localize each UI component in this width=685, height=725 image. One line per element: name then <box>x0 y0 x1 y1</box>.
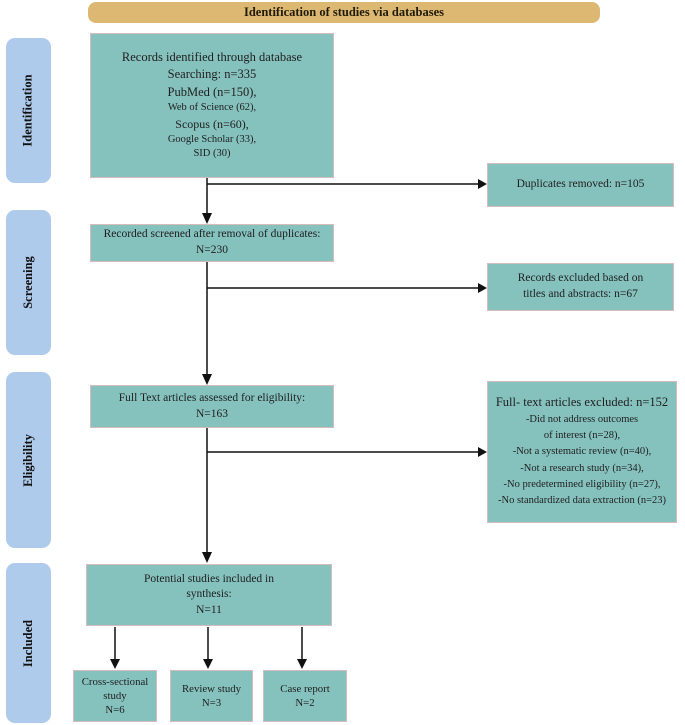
stage-label-identification: Identification <box>6 38 51 183</box>
box-line: titles and abstracts: n=67 <box>523 288 638 300</box>
box-fulltext-assessed: Full Text articles assessed for eligibil… <box>90 385 334 428</box>
arrowhead-down-4b <box>203 659 213 669</box>
banner-title: Identification of studies via databases <box>243 5 445 19</box>
stage-label-text: Included <box>21 619 35 667</box>
box-included-synthesis: Potential studies included in synthesis:… <box>86 564 332 626</box>
box-duplicates-removed: Duplicates removed: n=105 <box>487 163 674 207</box>
box-line: SID (30) <box>193 148 231 160</box>
box-line: synthesis: <box>186 588 232 601</box>
box-fulltext-excluded: Full- text articles excluded: n=152 -Did… <box>487 381 677 523</box>
stage-label-text: Identification <box>21 74 36 147</box>
box-line: of interest (n=28), <box>543 430 621 442</box>
box-line: -Not a systematic review (n=40), <box>512 446 652 458</box>
box-records-screened: Recorded screened after removal of dupli… <box>90 224 334 262</box>
box-line: N=11 <box>196 603 222 616</box>
box-line: Review study <box>181 682 242 695</box>
box-line: -No standardized data extraction (n=23) <box>497 495 667 507</box>
arrowhead-down-3 <box>202 552 212 563</box>
banner: Identification of studies via databases <box>88 2 600 23</box>
box-line: Full Text articles assessed for eligibil… <box>118 391 306 404</box>
box-line: Searching: n=335 <box>167 67 257 82</box>
stage-label-eligibility: Eligibility <box>6 372 51 548</box>
box-records-excluded: Records excluded based on titles and abs… <box>487 263 674 311</box>
box-records-identified: Records identified through database Sear… <box>90 33 334 178</box>
stage-label-screening: Screening <box>6 210 51 355</box>
arrowhead-down-4a <box>110 659 120 669</box>
box-line: Duplicates removed: n=105 <box>516 178 645 191</box>
box-line: Google Scholar (33), <box>167 133 257 145</box>
box-line: N=230 <box>195 244 229 256</box>
box-line: PubMed (n=150), <box>167 84 257 99</box>
stage-label-included: Included <box>6 563 51 723</box>
box-line: Case report <box>280 682 330 695</box>
arrowhead-right-2 <box>478 283 487 293</box>
box-line: Records excluded based on <box>517 272 644 285</box>
box-line: -No predetermined eligibility (n=27), <box>503 479 661 491</box>
arrowhead-right-1 <box>478 179 487 189</box>
box-line: Scopus (n=60), <box>175 117 249 131</box>
box-line: N=3 <box>201 697 222 709</box>
arrowhead-right-3 <box>478 447 487 457</box>
stage-label-text: Screening <box>21 256 36 309</box>
arrowhead-down-2 <box>202 374 212 385</box>
box-line: Web of Science (62), <box>167 102 257 114</box>
box-line: N=2 <box>295 697 315 709</box>
box-line: study <box>103 689 127 702</box>
box-cross-sectional-study: Cross-sectional study N=6 <box>73 670 157 722</box>
box-line: N=6 <box>105 704 125 717</box>
box-line: Records identified through database <box>121 49 303 64</box>
box-line: -Did not address outcomes <box>525 413 639 425</box>
box-review-study: Review study N=3 <box>170 670 253 722</box>
box-line: -Not a research study (n=34), <box>520 462 644 474</box>
box-case-report: Case report N=2 <box>263 670 347 722</box>
box-line: Recorded screened after removal of dupli… <box>103 228 321 241</box>
box-line: Cross-sectional <box>81 675 149 688</box>
box-line: Potential studies included in <box>144 572 274 585</box>
box-line: N=163 <box>195 407 229 420</box>
stage-label-text: Eligibility <box>21 433 36 487</box>
arrowhead-down-4c <box>297 659 307 669</box>
box-line: Full- text articles excluded: n=152 <box>495 395 669 410</box>
arrowhead-down-1 <box>202 213 212 224</box>
